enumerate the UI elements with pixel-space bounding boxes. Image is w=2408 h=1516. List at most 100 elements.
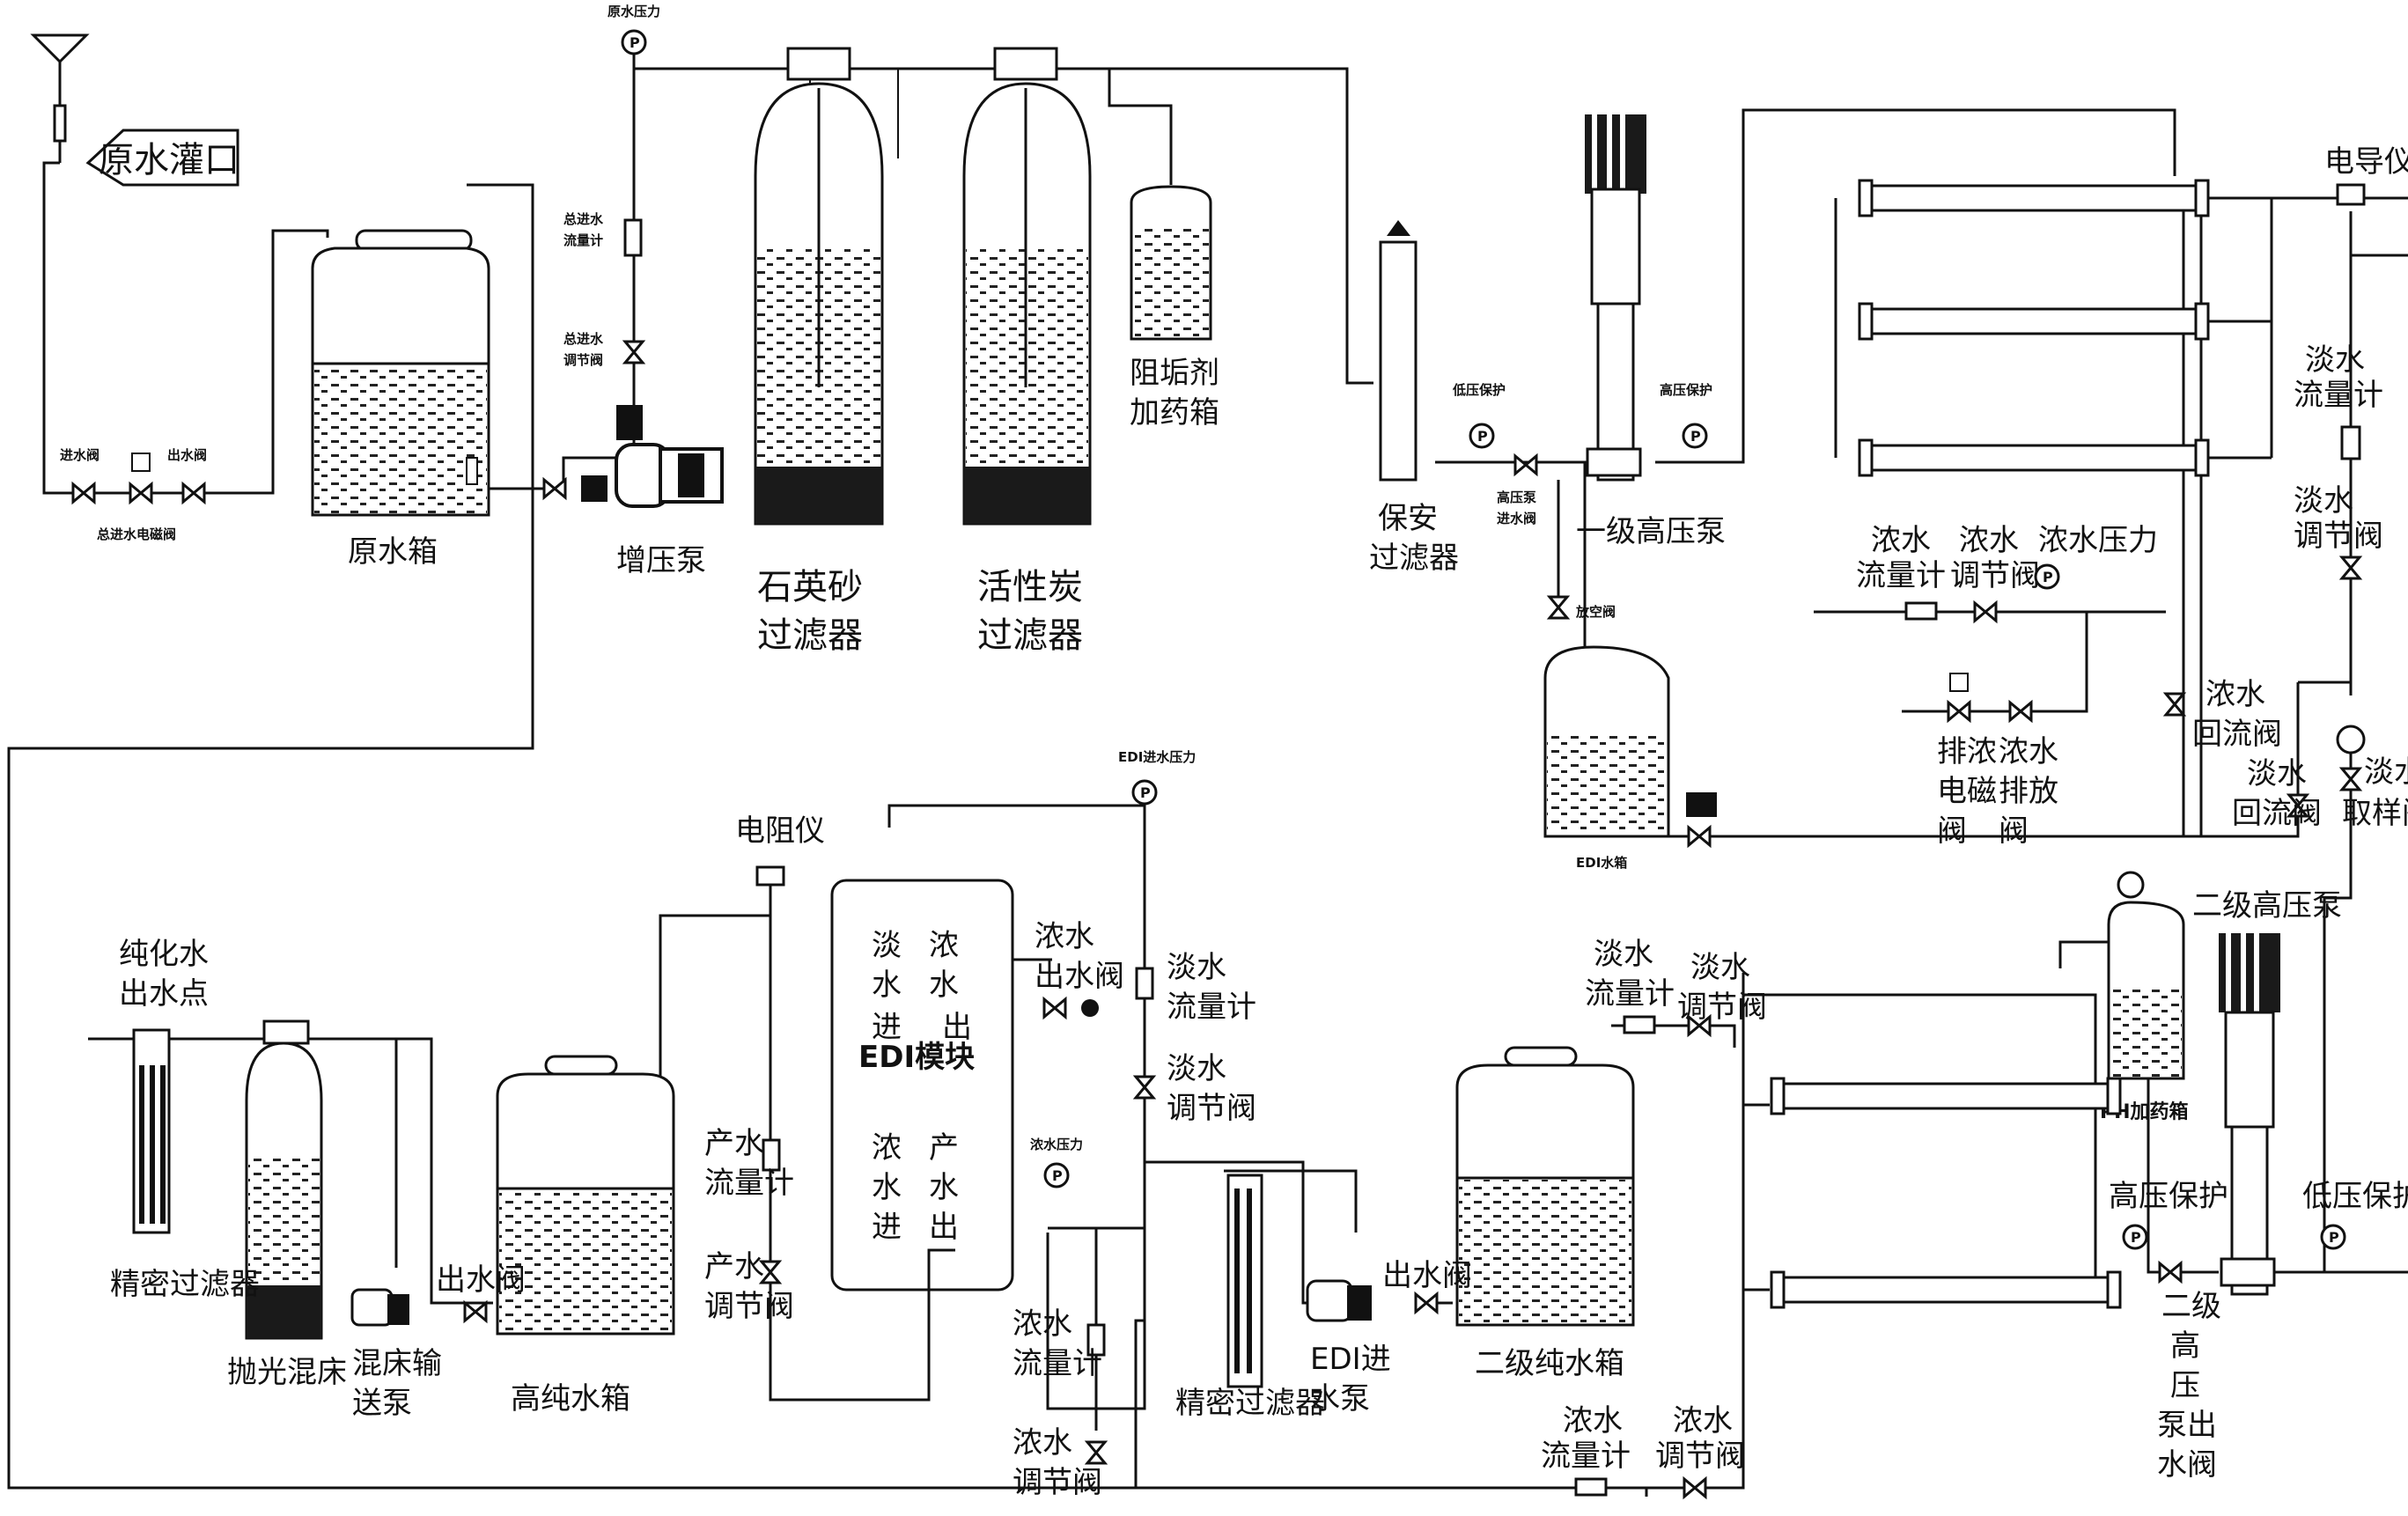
- raw-pressure-gauge: [621, 29, 647, 55]
- security-filter-label-1: 保安: [1378, 501, 1438, 536]
- edi-module: 淡 水 进 浓 水 出 EDI模块 浓 水 进 产 水 出: [830, 804, 1146, 1488]
- edi-conc-in-label-3: 进: [872, 1210, 902, 1245]
- drain-valve-label: 放空阀: [1575, 604, 1616, 620]
- conc-return-1-label-1: 浓水: [2205, 677, 2265, 712]
- low-pressure-protect-1-label: 低压保护: [1452, 382, 1506, 398]
- low-pressure-gauge-2: [2320, 1224, 2346, 1250]
- conc-flowmeter-1-label-1: 浓水: [1871, 523, 1931, 558]
- outlet-valve-2-label: 出水阀: [1382, 1258, 1472, 1293]
- antiscalant-label-2: 加药箱: [1130, 395, 1219, 431]
- conc-pressure-edi-gauge: [1043, 1162, 1070, 1189]
- conc-regvalve-1-label-1: 浓水: [1959, 523, 2019, 558]
- secondary-tank-label: 二级纯水箱: [1475, 1346, 1624, 1381]
- hp-inlet-valve-label-1: 高压泵: [1497, 489, 1536, 505]
- booster-pump[interactable]: 增压泵: [542, 405, 724, 578]
- secondary-pure-tank: 二级纯水箱: [1455, 1046, 1635, 1381]
- edi-water-tank: EDI水箱: [1543, 645, 1670, 871]
- conc-outlet-valve-edi[interactable]: [1042, 997, 1067, 1019]
- product-flowmeter: [762, 1138, 781, 1172]
- fresh-regvalve-1-label-1: 淡水: [2294, 483, 2353, 519]
- edi-conc-in-label-2: 水: [872, 1170, 902, 1205]
- fresh-sample-point: [2336, 725, 2366, 754]
- edi-pump-label-1: EDI进: [1310, 1342, 1391, 1377]
- outlet-valve-1[interactable]: [463, 1301, 488, 1322]
- product-flowmeter-label-1: 产水: [704, 1126, 764, 1161]
- edi-product-out-label-3: 出: [929, 1210, 959, 1245]
- fresh-regvalve-edi-label-1: 淡水: [1167, 1051, 1226, 1086]
- fresh-sample-valve[interactable]: [2340, 767, 2361, 791]
- hp2-outlet-valve[interactable]: [2158, 1262, 2183, 1283]
- ph-dosing-tank: PH加药箱: [2100, 871, 2189, 1123]
- outlet-valve[interactable]: [181, 482, 206, 504]
- edi-conc-out-label-3: 出: [942, 1010, 972, 1045]
- raw-pressure-label: 原水压力: [608, 4, 660, 19]
- low-pressure-gauge-1: [1469, 423, 1495, 449]
- raw-water-inlet-label: 原水灌口: [99, 140, 239, 180]
- conc-solenoid-label-3: 阀: [1937, 813, 1967, 849]
- mixedbed-pump-label-1: 混床输: [352, 1346, 442, 1381]
- fresh-regulating-valve-edi[interactable]: [1134, 1075, 1155, 1100]
- hp2-outlet-label-3: 压: [2170, 1368, 2200, 1403]
- high-pure-tank-label: 高纯水箱: [511, 1381, 630, 1417]
- edi-feed-pump[interactable]: [1306, 1279, 1353, 1322]
- fresh-flowmeter-2-label-1: 淡水: [1594, 937, 1653, 972]
- fresh-flowmeter-2: [1623, 1015, 1656, 1034]
- product-regulating-valve[interactable]: [760, 1260, 781, 1284]
- high-pure-tank: 高纯水箱: [496, 1055, 675, 1417]
- mixedbed-pump[interactable]: [350, 1288, 394, 1327]
- total-flowmeter-label-1: 总进水: [563, 211, 604, 227]
- conc-regulating-valve-edi[interactable]: [1086, 1440, 1107, 1465]
- outlet-valve-label: 出水阀: [167, 447, 207, 463]
- fresh-flowmeter-edi-label-2: 流量计: [1167, 990, 1256, 1025]
- conc-flowmeter-edi-label-2: 流量计: [1013, 1346, 1102, 1381]
- hp-pump-1-label: 一级高压泵: [1576, 514, 1726, 549]
- edi-tank-label: EDI水箱: [1576, 855, 1627, 871]
- product-regvalve-label-2: 调节阀: [704, 1289, 794, 1324]
- fresh-flowmeter-2-label-2: 流量计: [1585, 976, 1675, 1012]
- hp-inlet-valve[interactable]: [1513, 454, 1538, 475]
- conc-solenoid-valve[interactable]: [1947, 701, 1971, 722]
- edi-fresh-in-label-1: 淡: [872, 928, 902, 963]
- raw-tank-label: 原水箱: [348, 534, 438, 570]
- conc-return-valve-1[interactable]: [2164, 692, 2185, 717]
- ro-membranes-pass-2: [1770, 1077, 2122, 1309]
- activated-carbon-filter: 活性炭 过滤器: [962, 47, 1092, 656]
- hp-pump-2[interactable]: 二级高压泵: [2192, 888, 2342, 1296]
- outlet-valve-2[interactable]: [1414, 1292, 1439, 1314]
- conc-flowmeter-1-label-2: 流量计: [1856, 558, 1946, 593]
- conc-flowmeter-2-label-2: 流量计: [1541, 1439, 1631, 1474]
- total-regulating-valve[interactable]: [623, 340, 644, 364]
- conc-flowmeter-1: [1904, 601, 1938, 621]
- fresh-flowmeter-1: [2340, 425, 2361, 460]
- conc-solenoid-label-1: 排浓: [1937, 734, 1997, 769]
- high-pressure-gauge-1: [1682, 423, 1708, 449]
- edi-instruments: EDI进水压力 浓水 出水阀 淡水 流量计 淡水 调节阀 浓水压力 浓水 流量计…: [1013, 749, 1256, 1500]
- ro-pass-1-instruments: 浓水 流量计 浓水 调节阀 浓水压力 排浓 电磁 阀 浓水 排放 阀 浓水 回流…: [1686, 523, 2322, 849]
- carbon-filter-label-1: 活性炭: [977, 567, 1083, 607]
- fresh-sample-label-2: 取样阀: [2342, 796, 2408, 831]
- conc-regulating-valve-1[interactable]: [1973, 601, 1998, 622]
- total-regvalve-label-1: 总进水: [563, 331, 604, 347]
- edi-product-out-label-1: 产: [929, 1130, 959, 1166]
- edi-tank-outlet-valve[interactable]: [1687, 826, 1712, 847]
- ro-membranes-pass-1: [1858, 179, 2210, 477]
- hp-pump-1[interactable]: 一级高压泵 高压保护 放空阀: [1548, 114, 1726, 620]
- pure-outlet-label-2: 出水点: [119, 976, 209, 1012]
- conc-drain-valve[interactable]: [2008, 701, 2033, 722]
- edi-inlet-pressure-gauge: [1131, 779, 1158, 806]
- product-line: 电阻仪 产水 流量计 产水 调节阀: [659, 813, 955, 1402]
- fresh-flowmeter-edi: [1135, 967, 1154, 1000]
- mixedbed-pump-label-2: 送泵: [352, 1386, 412, 1421]
- fresh-regulating-valve-1[interactable]: [2340, 556, 2361, 580]
- ro-pass-1-fresh-instruments: 电导仪 淡水 流量计 淡水 调节阀 淡水 取样阀: [2294, 144, 2408, 831]
- conc-drain-label-1: 浓水: [1999, 734, 2058, 769]
- edi-conc-out-label-1: 浓: [929, 928, 959, 963]
- top-piping: [7, 44, 2408, 1497]
- inlet-solenoid-valve[interactable]: [129, 482, 153, 504]
- conc-regulating-valve-2[interactable]: [1683, 1477, 1707, 1498]
- drain-valve[interactable]: [1548, 595, 1569, 620]
- edi-conc-in-label-1: 浓: [872, 1130, 902, 1166]
- inlet-valve[interactable]: [71, 482, 96, 504]
- hp2-outlet-label-2: 高: [2170, 1328, 2200, 1364]
- conc-drain-label-3: 阀: [1999, 813, 2029, 849]
